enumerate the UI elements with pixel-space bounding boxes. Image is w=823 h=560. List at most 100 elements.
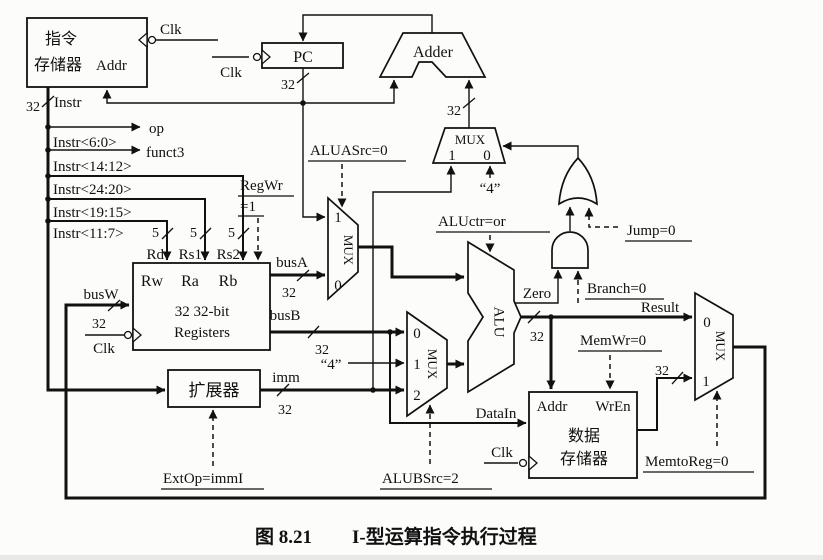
regwr-label-2: =1	[240, 199, 256, 215]
imem-clock-edge-icon	[138, 31, 148, 49]
junction	[45, 147, 51, 153]
imem-title-1: 指令	[45, 30, 77, 48]
junction	[45, 173, 51, 179]
zero-label: Zero	[523, 286, 551, 302]
pc-clk-label: Clk	[220, 65, 242, 81]
const4-top-label: “4”	[480, 181, 501, 197]
rd-width: 5	[152, 226, 159, 241]
aluctr-label: ALUctr=or	[438, 214, 506, 230]
wb-mux-in0: 0	[703, 315, 711, 331]
result-label: Result	[641, 300, 680, 316]
memwr-label: MemWr=0	[580, 333, 646, 349]
regfile-port-ra: Ra	[181, 273, 199, 290]
memtoreg-label: MemtoReg=0	[645, 454, 728, 470]
dmem-title-1: 数据	[568, 427, 600, 445]
and-gate	[551, 231, 589, 269]
busw-label: busW	[84, 287, 120, 303]
pc-width-slash	[296, 72, 310, 84]
adder-in-width-slash	[462, 97, 476, 109]
junction	[548, 314, 554, 320]
instr-width: 32	[26, 100, 40, 115]
busw-width-slash	[107, 299, 121, 312]
junction	[45, 196, 51, 202]
alubsrc-label: ALUBSrc=2	[382, 471, 459, 487]
wire-or-to-pcsrcmux-sel	[502, 141, 579, 158]
bus-wbmux-to-busw	[64, 300, 767, 500]
alu-b-mux-in0: 0	[413, 326, 421, 342]
imem-title-2: 存储器	[34, 56, 82, 74]
imm-width: 32	[278, 403, 292, 418]
rs2-width: 5	[228, 226, 235, 241]
wb-mux-label: MUX	[713, 331, 728, 362]
dmem-clk-label: Clk	[491, 445, 513, 461]
instr-width-slash	[41, 95, 55, 108]
rs1-label: Rs1	[179, 247, 202, 263]
dmem-clock-edge-icon	[528, 454, 538, 472]
pc-clock-bubble-icon	[252, 52, 262, 62]
bus-instr-main	[46, 87, 166, 395]
jump-label: Jump=0	[627, 223, 675, 239]
adder-label: Adder	[413, 44, 454, 61]
wire-pc-to-adder	[303, 79, 399, 104]
junction	[300, 100, 306, 106]
junction	[370, 387, 376, 393]
rs1-width-slash	[199, 227, 212, 240]
caption-title: I-型运算指令执行过程	[352, 525, 537, 548]
bus-busb-to-datain	[389, 332, 527, 428]
busa-label: busA	[276, 255, 308, 271]
dmem-title-2: 存储器	[560, 450, 608, 468]
busa-width-slash	[296, 269, 310, 282]
aluasrc-label: ALUASrc=0	[310, 143, 388, 159]
field-19-15-label: Instr<19:15>	[53, 205, 132, 221]
dmem-addr-port: Addr	[537, 399, 568, 415]
rd-width-slash	[161, 227, 174, 240]
regfile-port-rw: Rw	[141, 273, 164, 290]
wire-pc-to-imem-addr	[102, 89, 303, 104]
regwr-label-1: RegWr	[240, 178, 283, 194]
regfile-clock-edge-icon	[132, 326, 142, 344]
extop-label: ExtOp=immI	[163, 471, 243, 487]
bus-instr-11-7	[48, 220, 172, 261]
alu-a-mux-block	[327, 196, 359, 301]
pc-src-mux-block	[431, 127, 507, 164]
busb-label: busB	[270, 308, 301, 324]
junction-dots	[45, 100, 554, 393]
busb-width: 32	[315, 343, 329, 358]
funct3-label: funct3	[146, 145, 184, 161]
data-memory-block	[528, 391, 638, 479]
or-gate	[558, 156, 598, 206]
op-label: op	[149, 121, 164, 137]
instr-label: Instr	[54, 95, 82, 111]
regfile-clk-label: Clk	[93, 341, 115, 357]
dmem-out-width-slash	[671, 371, 684, 385]
wires	[48, 14, 693, 464]
imem-clk-label: Clk	[160, 22, 182, 38]
pc-width: 32	[281, 78, 295, 93]
busa-width: 32	[282, 286, 296, 301]
register-file-block	[132, 262, 271, 351]
caption-figure-number: 图 8.21	[255, 526, 312, 548]
wire-zero-to-and	[514, 269, 563, 304]
field-24-20-label: Instr<24:20>	[53, 182, 132, 198]
buses-bold	[46, 87, 767, 500]
field-14-12-label: Instr<14:12>	[53, 159, 132, 175]
alu-label: ALU	[491, 307, 507, 338]
imem-addr-port: Addr	[96, 58, 127, 74]
pc-src-mux-label: MUX	[455, 132, 486, 147]
alu-b-mux-in2: 2	[413, 388, 421, 404]
dmem-wren-port: WrEn	[595, 399, 631, 415]
field-11-7-label: Instr<11:7>	[53, 226, 124, 242]
rs2-label: Rs2	[217, 247, 240, 263]
pc-block	[261, 42, 344, 69]
alu-a-mux-in0: 0	[334, 278, 342, 294]
imem-clock-bubble-icon	[147, 35, 157, 45]
alu-out-width: 32	[530, 330, 544, 345]
control-wires	[208, 164, 722, 466]
pc-src-mux-in1: 1	[448, 148, 456, 164]
adder-block	[378, 32, 487, 78]
regfile-port-rb: Rb	[219, 273, 238, 290]
alu-a-mux-in1: 1	[334, 210, 342, 226]
pc-label: PC	[293, 49, 313, 66]
alu-b-mux-block	[406, 310, 448, 418]
